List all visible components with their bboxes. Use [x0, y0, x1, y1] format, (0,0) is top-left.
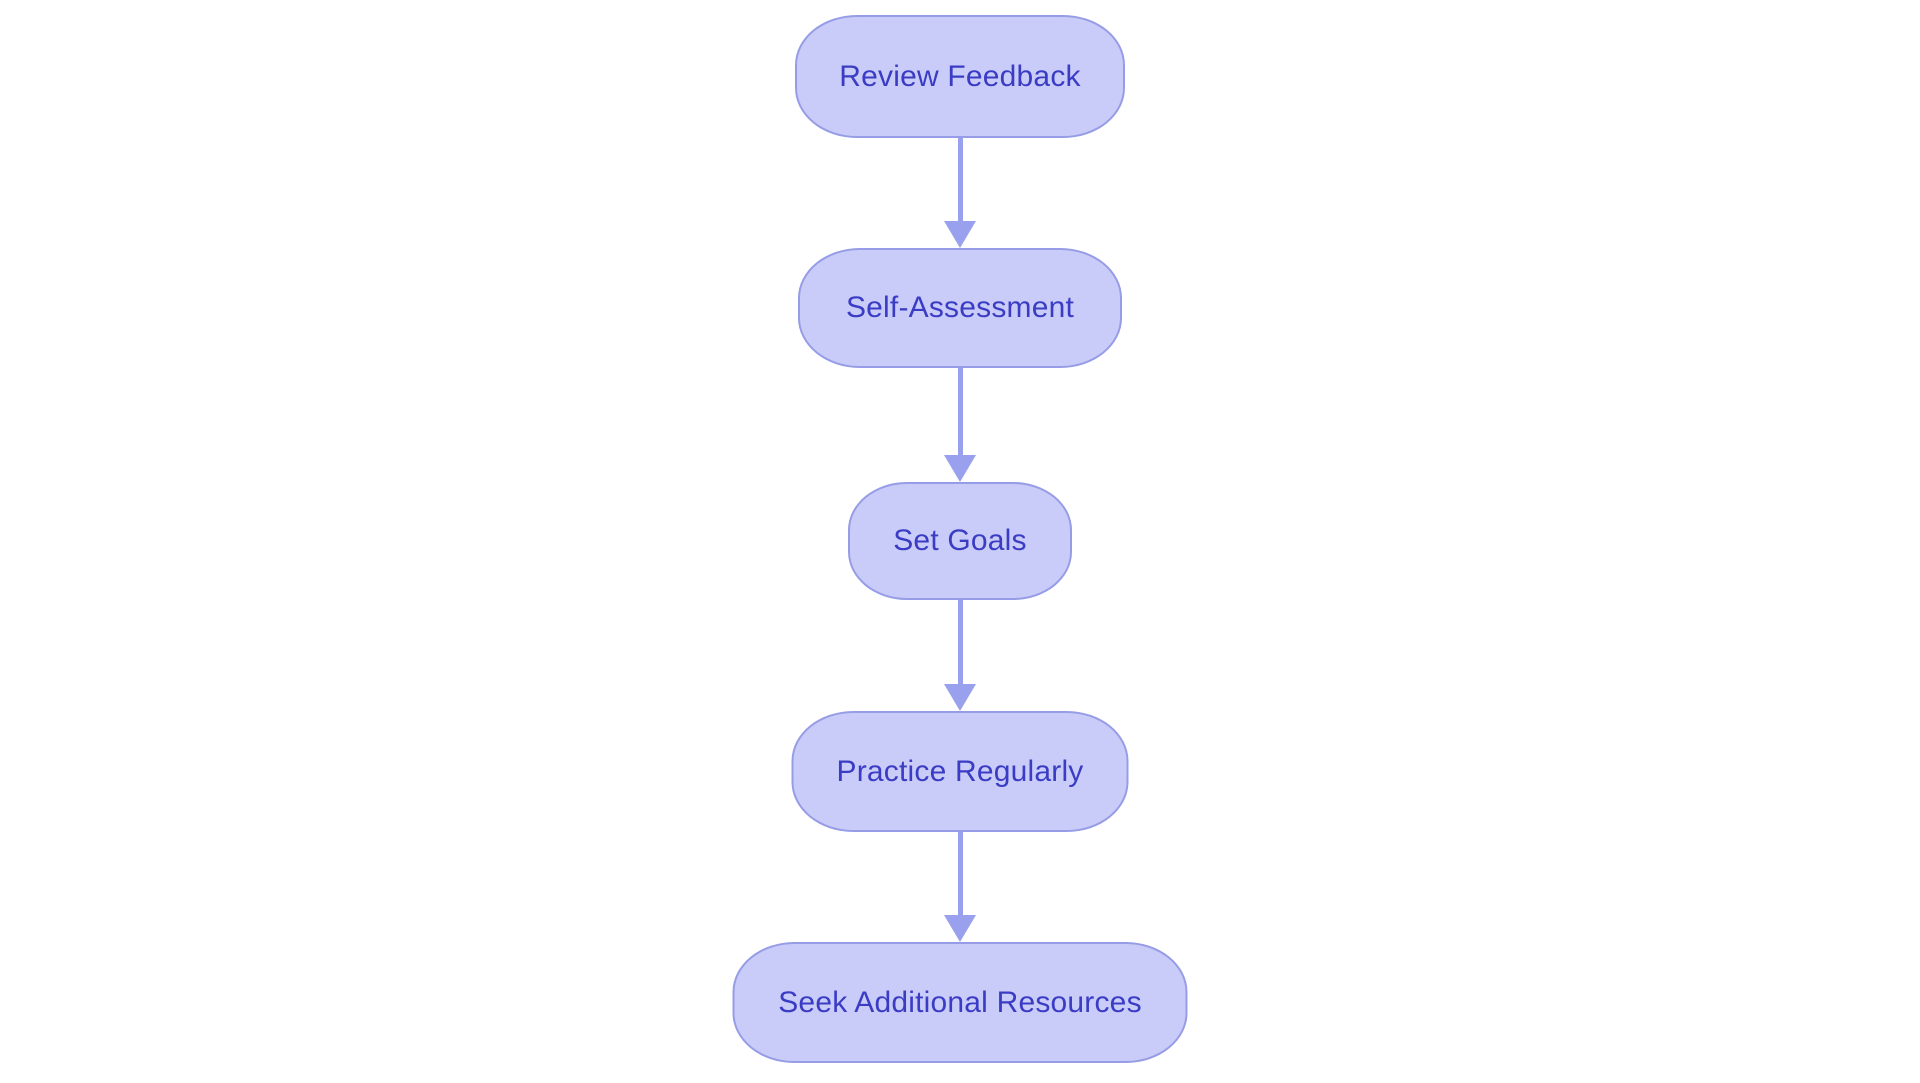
edge-review-feedback-to-self-assessment [944, 138, 976, 248]
node-seek-additional-resources: Seek Additional Resources [732, 942, 1188, 1063]
node-label: Set Goals [893, 524, 1027, 557]
edge-self-assessment-to-set-goals [944, 368, 976, 482]
arrowhead-down-icon [944, 684, 976, 711]
edge-line [957, 138, 963, 221]
edge-practice-regularly-to-seek-additional-resources [944, 832, 976, 942]
node-label: Self-Assessment [845, 291, 1075, 324]
arrowhead-down-icon [944, 915, 976, 942]
node-set-goals: Set Goals [848, 482, 1072, 600]
arrowhead-down-icon [944, 455, 976, 482]
edge-line [957, 600, 963, 684]
node-label: Review Feedback [839, 59, 1081, 93]
node-self-assessment: Self-Assessment [798, 248, 1122, 368]
node-practice-regularly: Practice Regularly [791, 711, 1129, 832]
node-label: Seek Additional Resources [778, 985, 1142, 1019]
edge-line [957, 832, 963, 915]
edge-set-goals-to-practice-regularly [944, 600, 976, 711]
edge-line [957, 368, 963, 455]
arrowhead-down-icon [944, 221, 976, 248]
node-review-feedback: Review Feedback [795, 15, 1125, 138]
node-label: Practice Regularly [836, 754, 1084, 788]
